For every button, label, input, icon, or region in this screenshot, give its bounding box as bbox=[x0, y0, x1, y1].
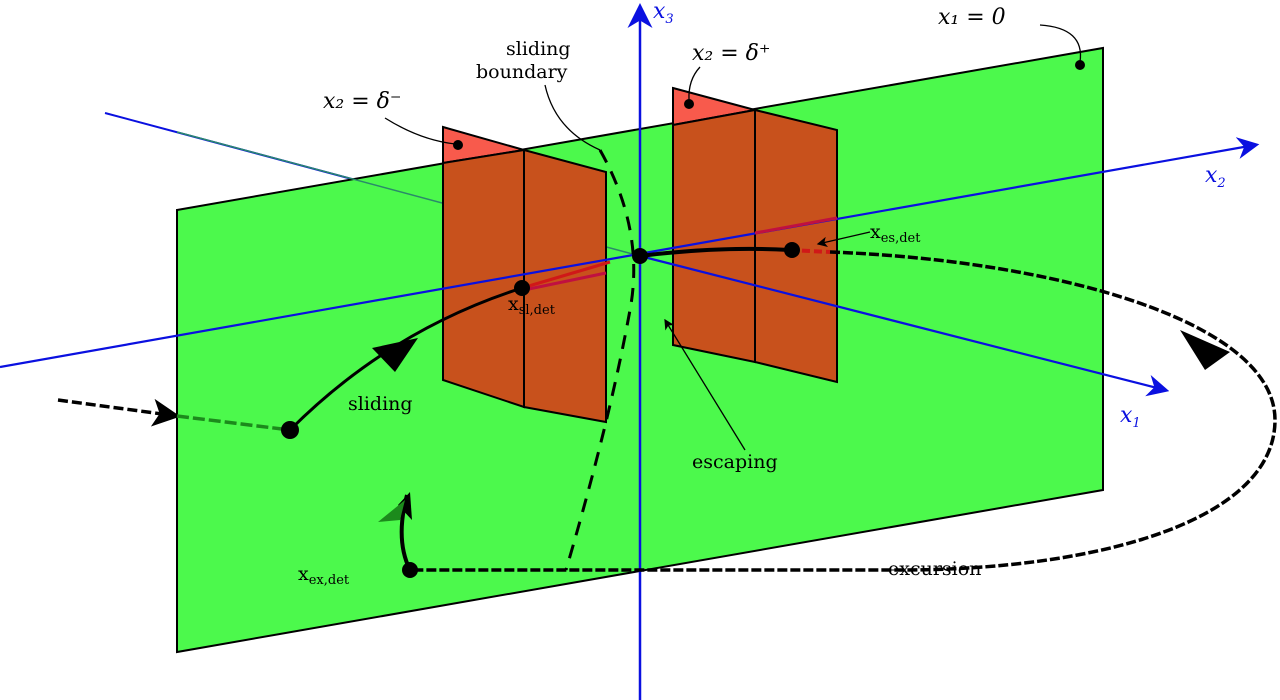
plane-label: x₁ = 0 bbox=[938, 5, 1006, 30]
x2-axis-label: x2 bbox=[1205, 163, 1226, 191]
delta-minus-marker-dot bbox=[453, 140, 463, 150]
sliding-label: sliding bbox=[348, 393, 413, 415]
entry-dot bbox=[281, 421, 299, 439]
x3-axis-label: x3 bbox=[653, 0, 674, 27]
sliding-to-origin bbox=[521, 260, 611, 290]
x1-axis bbox=[639, 254, 1170, 397]
escaping-trajectory bbox=[639, 246, 791, 258]
escaping-label: escaping bbox=[692, 451, 778, 473]
excursion-detection-dot bbox=[402, 562, 418, 578]
sliding-arrow-icon bbox=[372, 338, 418, 372]
fin-delta-minus-right bbox=[523, 148, 607, 424]
origin-dot bbox=[632, 248, 648, 264]
plane-marker-dot bbox=[1075, 60, 1085, 70]
x-sl-det-label: xsl,det bbox=[508, 293, 556, 318]
delta-plus-label: x₂ = δ⁺ bbox=[692, 41, 771, 66]
delta-plus-marker-dot bbox=[684, 99, 694, 109]
sliding-boundary-label-line2: boundary bbox=[476, 61, 568, 83]
x1-axis-label: x1 bbox=[1120, 403, 1141, 431]
x2-axis bbox=[0, 137, 1260, 369]
delta-minus-label: x₂ = δ⁻ bbox=[323, 89, 402, 114]
sliding-boundary-label-line1: sliding bbox=[506, 38, 571, 60]
sliding-detection-dot bbox=[514, 280, 530, 296]
sliding-boundary-curve bbox=[564, 149, 636, 571]
excursion-arrow-icon bbox=[1180, 330, 1230, 370]
escape-detection-dot bbox=[784, 242, 800, 258]
excursion-label: excursion bbox=[888, 558, 981, 580]
excursion-trajectory bbox=[410, 250, 1277, 572]
x-es-det-label: xes,det bbox=[870, 221, 921, 246]
x2-axis-in-fin-right bbox=[754, 216, 838, 235]
x2-axis-in-fin bbox=[523, 271, 607, 292]
fin-delta-minus-left bbox=[442, 148, 525, 409]
incoming-trajectory bbox=[57, 398, 181, 427]
x-ex-det-label: xex,det bbox=[298, 563, 350, 588]
incoming-trajectory-plane bbox=[176, 414, 291, 432]
